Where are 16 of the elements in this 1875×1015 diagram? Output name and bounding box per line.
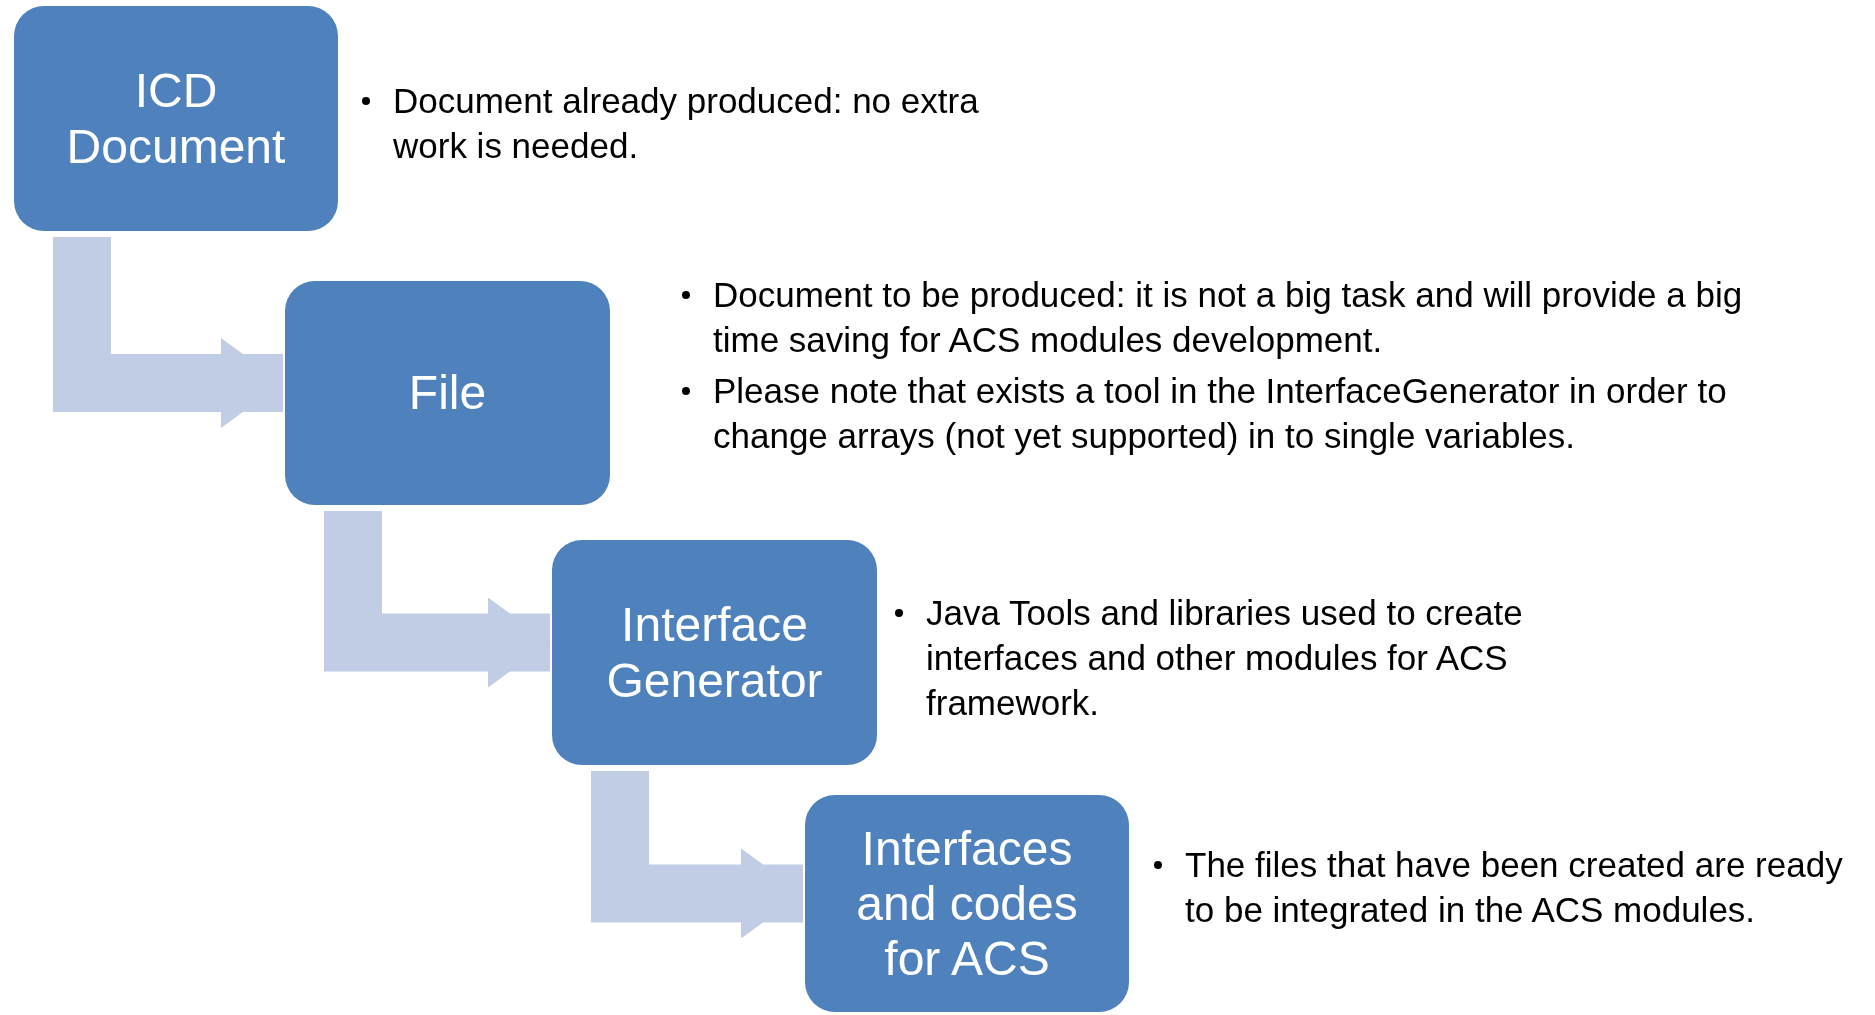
bullet-text: Document to be produced: it is not a big task and will provide a big time saving for ACS modules development. [713,274,1744,361]
box-label: Interface Generator [605,597,824,708]
bullet-text: The files that have been created are ready to be integrated in the ACS modules. [1185,844,1844,931]
process-box [805,795,1129,1012]
process-box [552,540,877,765]
bent-arrow [53,237,283,428]
bullet-text: Please note that exists a tool in the InterfaceGenerator in order to change arrays (not yet supported) in to single variables. [713,370,1728,457]
box-label: Interfaces and codes for ACS [855,820,1079,987]
bullet-text: Document already produced: no extra work is needed. [393,80,980,167]
process-box [14,6,338,231]
bent-arrow [591,771,803,939]
box-label: ICD Document [65,63,287,174]
box-label: File [408,365,487,421]
bullet-text: Java Tools and libraries used to create interfaces and other modules for ACS framework. [926,592,1524,724]
bent-arrow [324,511,550,688]
process-box [285,281,610,505]
